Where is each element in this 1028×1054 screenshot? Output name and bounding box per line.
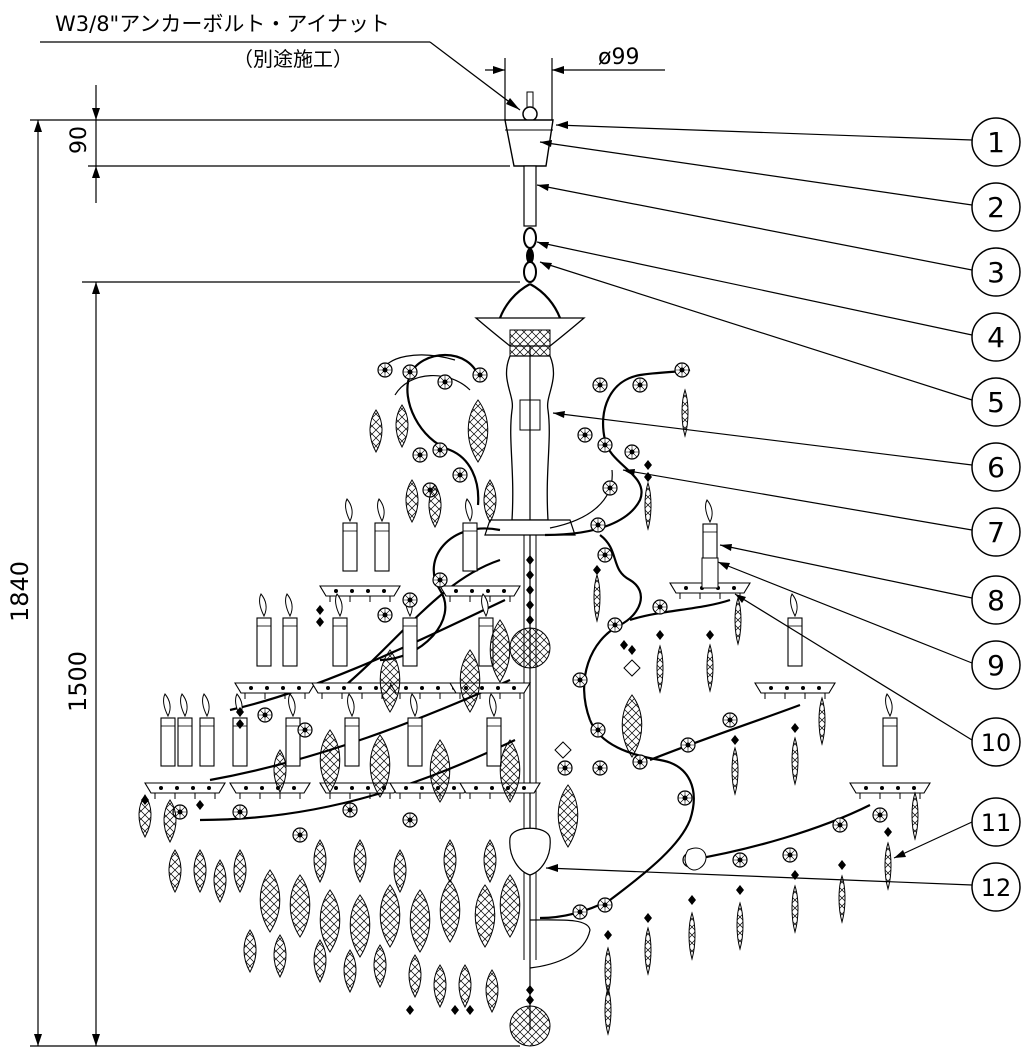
- canopy-height-label: 90: [67, 126, 92, 154]
- note-line-2: （別途施工）: [233, 47, 353, 71]
- svg-text:12: 12: [981, 874, 1012, 902]
- svg-text:3: 3: [987, 256, 1005, 289]
- callout-9: 9: [971, 640, 1021, 690]
- callout-2: 2: [971, 182, 1021, 232]
- callout-10: 10: [971, 717, 1021, 767]
- height-dimensions: 90 1840 1500: [6, 85, 520, 1047]
- central-column: [474, 317, 591, 1047]
- anchor-bolt-note: W3/8"アンカーボルト・アイナット （別途施工）: [40, 12, 521, 111]
- callout-5: 5: [971, 377, 1021, 427]
- diameter-dimension: ø99: [485, 45, 665, 120]
- callout-bubbles: 1 2 3 4 5 6 7 8: [971, 117, 1021, 912]
- svg-text:2: 2: [987, 191, 1005, 224]
- svg-text:4: 4: [987, 321, 1005, 354]
- callout-6: 6: [971, 442, 1021, 492]
- svg-text:7: 7: [987, 516, 1005, 549]
- svg-text:8: 8: [987, 584, 1005, 617]
- body-height-label: 1500: [64, 651, 92, 712]
- callout-4: 4: [971, 312, 1021, 362]
- callout-1: 1: [971, 117, 1021, 167]
- callout-8: 8: [971, 575, 1021, 625]
- callout-leaders: [536, 121, 973, 886]
- callout-11: 11: [971, 797, 1021, 847]
- svg-text:5: 5: [987, 386, 1005, 419]
- svg-text:9: 9: [987, 649, 1005, 682]
- total-height-label: 1840: [6, 561, 34, 622]
- note-line-1: W3/8"アンカーボルト・アイナット: [55, 12, 390, 36]
- canopy-and-chain: [498, 91, 562, 319]
- svg-text:6: 6: [987, 451, 1005, 484]
- callout-7: 7: [971, 507, 1021, 557]
- svg-text:10: 10: [981, 729, 1012, 757]
- diameter-label: ø99: [598, 45, 639, 70]
- right-half-arms: [539, 362, 931, 1035]
- callout-12: 12: [971, 862, 1021, 912]
- callout-3: 3: [971, 247, 1021, 297]
- svg-text:1: 1: [987, 126, 1005, 159]
- left-half-arms: [138, 354, 541, 1015]
- svg-text:11: 11: [981, 809, 1012, 837]
